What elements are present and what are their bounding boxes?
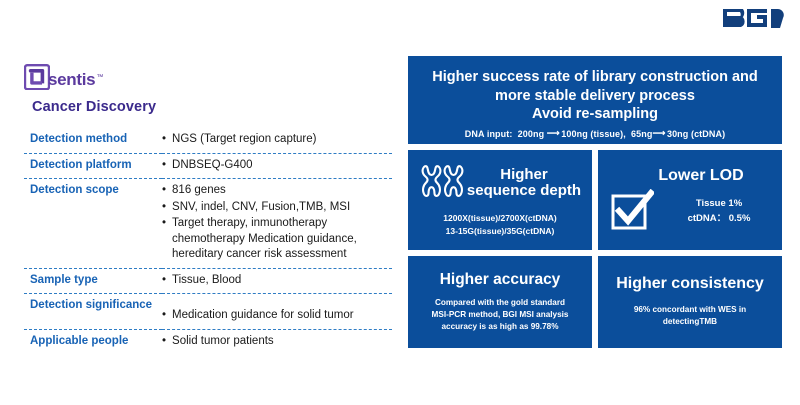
panel-title: Higher sequence depth [466, 165, 582, 200]
panel-detail: DNA input: 200ng ⟶ 100ng (tissue), 65ng⟶… [418, 127, 772, 140]
arrow-right-icon: ⟶ [652, 127, 665, 138]
panel-lower-lod: Lower LOD Tissue 1% ctDNA： 0.5% [598, 150, 782, 250]
list-item: • Tissue, Blood [162, 273, 392, 289]
sentis-wordmark: sentis [48, 70, 96, 89]
checkbox-check-icon [611, 188, 654, 230]
dna-input-a-from: 200ng [517, 128, 545, 139]
panel-sequence-depth: Higher sequence depth 1200X(tissue)/2700… [408, 150, 592, 250]
list-item: • 816 genes [162, 183, 392, 199]
panel-higher-accuracy: Higher accuracy Compared with the gold s… [408, 256, 592, 348]
bullet-icon: • [162, 309, 167, 322]
dna-input-a-unit: (tissue) [590, 128, 624, 139]
panel-detail: 96% concordant with WES in detectingTMB [606, 304, 774, 329]
spec-value: • Medication guidance for solid tumor [162, 293, 392, 330]
sentis-logo: sentis ™ [24, 60, 392, 90]
headline-line-3: Avoid re-sampling [532, 106, 658, 123]
highlights-column: Higher success rate of library construct… [408, 56, 782, 354]
list-item-text: NGS (Target region capture) [172, 133, 317, 145]
sentis-trademark: ™ [96, 74, 104, 81]
headline-line-1: Higher success rate of library construct… [432, 69, 758, 85]
headline-line-2: more stable delivery process [495, 87, 695, 104]
spec-label: Detection platform [24, 152, 162, 179]
list-item: • NGS (Target region capture) [162, 132, 392, 148]
list-item: • DNBSEQ-G400 [162, 158, 392, 174]
spec-value: • NGS (Target region capture) [162, 128, 392, 153]
list-item-text: Tissue, Blood [172, 273, 242, 286]
bullet-icon: • [162, 184, 167, 197]
sentis-mark-icon [24, 64, 50, 90]
panel-detail: 1200X(tissue)/2700X(ctDNA) 13-15G(tissue… [443, 212, 556, 237]
bgi-logo-icon [723, 9, 784, 28]
table-row: Detection method • NGS (Target region ca… [24, 128, 392, 153]
chromosome-icon [421, 165, 464, 198]
bullet-icon: • [162, 158, 167, 171]
bullet-icon: • [162, 334, 167, 347]
depth-title-line-1: Higher [500, 165, 548, 183]
list-item-text: 816 genes [172, 184, 226, 197]
panel-higher-consistency: Higher consistency 96% concordant with W… [598, 256, 782, 348]
table-row: Sample type • Tissue, Blood [24, 267, 392, 294]
dna-input-b-unit: (ctDNA) [690, 128, 726, 139]
bullet-icon: • [162, 217, 167, 230]
arrow-right-icon: ⟶ [546, 127, 560, 138]
spec-label: Detection scope [24, 178, 162, 269]
bullet-icon: • [162, 273, 167, 286]
bullet-icon: • [162, 200, 167, 213]
lod-line-2: ctDNA： 0.5% [687, 212, 751, 224]
dna-input-prefix: DNA input: [464, 128, 513, 139]
accuracy-line-2: MSI-PCR method, BGI MSI analysis [431, 309, 569, 319]
spec-label: Detection method [30, 133, 128, 145]
spec-value: • Tissue, Blood [162, 267, 392, 294]
spec-value: • Solid tumor patients [162, 328, 392, 355]
dna-input-b-from: 65ng [631, 128, 653, 139]
panel-row-bottom: Higher accuracy Compared with the gold s… [408, 256, 782, 348]
depth-title-line-2: sequence depth [466, 182, 582, 200]
panel-detail: Compared with the gold standard MSI-PCR … [416, 297, 584, 334]
list-item-text: DNBSEQ-G400 [172, 158, 253, 171]
list-item-text: Solid tumor patients [172, 334, 274, 347]
depth-detail-line-1: 1200X(tissue)/2700X(ctDNA) [443, 213, 557, 224]
panel-row-middle: Higher sequence depth 1200X(tissue)/2700… [408, 150, 782, 250]
lod-values: Tissue 1% ctDNA： 0.5% [662, 196, 776, 226]
table-row: Detection scope • 816 genes • SNV, indel… [24, 178, 392, 269]
dna-input-separator: , [623, 128, 626, 139]
panel-title: Higher accuracy [439, 270, 561, 288]
panel-title: Higher consistency [616, 275, 764, 293]
bgi-logo [722, 8, 784, 28]
list-item-text: Target therapy, inmunotherapy chemothera… [172, 217, 357, 261]
spec-label: Sample type [24, 267, 162, 294]
consistency-line-2: detectingTMB [662, 317, 718, 327]
list-item: • Medication guidance for solid tumor [162, 308, 392, 324]
panel-title: Lower LOD [658, 167, 744, 185]
dna-input-a-to: 100ng [561, 128, 588, 139]
panel-headline: Higher sequence depth [414, 163, 586, 203]
accuracy-line-3: accuracy is as high as 99.78% [441, 322, 559, 332]
list-item-text: Medication guidance for solid tumor [172, 309, 354, 322]
dna-input-b-to: 30ng [666, 128, 689, 139]
spec-table: Detection method • NGS (Target region ca… [24, 128, 392, 355]
consistency-line-1: 96% concordant with WES in [633, 305, 747, 314]
spec-label: Detection significance [24, 293, 162, 330]
list-item-text: SNV, indel, CNV, Fusion,TMB, MSI [172, 200, 351, 213]
accuracy-line-1: Compared with the gold standard [434, 297, 566, 307]
panel-detail: Tissue 1% ctDNA： 0.5% [604, 188, 776, 233]
spec-label: Applicable people [24, 328, 162, 355]
depth-detail-line-2: 13-15G(tissue)/35G(ctDNA) [445, 225, 555, 236]
list-item: • Target therapy, inmunotherapy chemothe… [162, 216, 392, 263]
panel-library-construction: Higher success rate of library construct… [408, 56, 782, 144]
page-title: Cancer Discovery [32, 99, 157, 115]
list-item: • SNV, indel, CNV, Fusion,TMB, MSI [162, 200, 392, 216]
bullet-icon: • [162, 133, 167, 145]
table-row: Applicable people • Solid tumor patients [24, 328, 392, 355]
spec-value: • DNBSEQ-G400 [162, 152, 392, 179]
table-row: Detection significance • Medication guid… [24, 293, 392, 330]
product-info-column: sentis ™ Cancer Discovery Detection meth… [24, 60, 392, 355]
spec-value: • 816 genes • SNV, indel, CNV, Fusion,TM… [162, 178, 392, 269]
table-row: Detection platform • DNBSEQ-G400 [24, 152, 392, 179]
list-item: • Solid tumor patients [162, 334, 392, 350]
lod-line-1: Tissue 1% [695, 197, 743, 209]
panel-headline: Higher success rate of library construct… [418, 68, 772, 124]
